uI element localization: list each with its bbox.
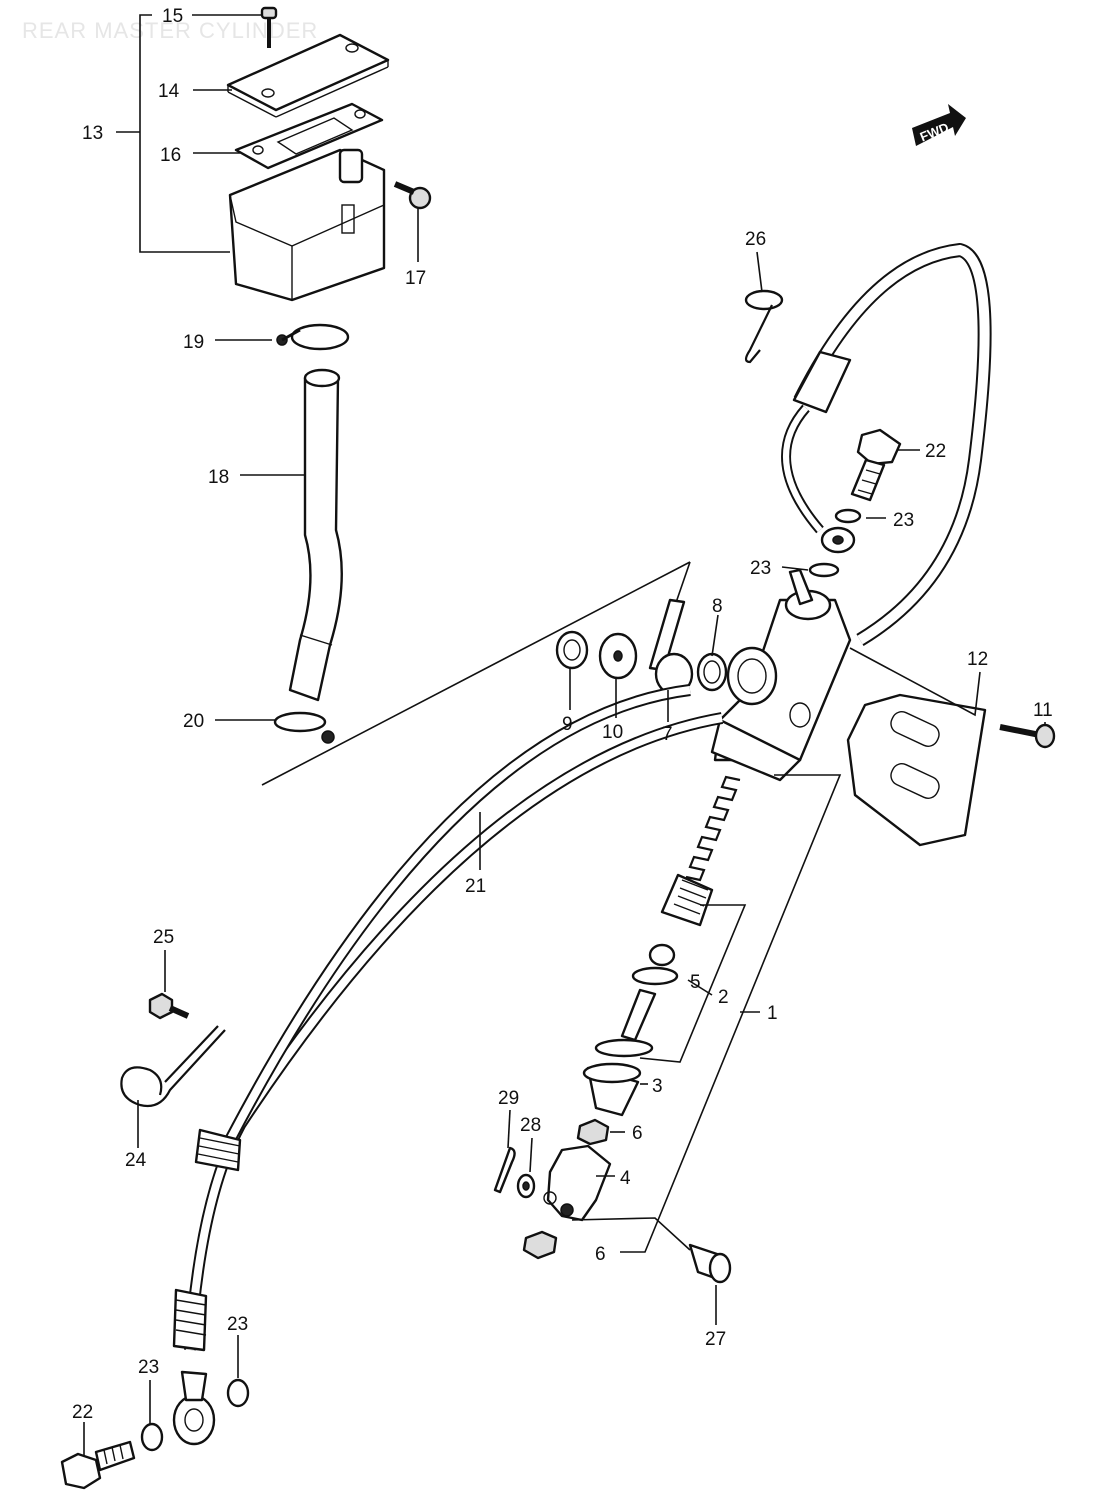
gasket-upper-icon — [834, 508, 862, 524]
clevis-nut-lower-icon — [522, 1230, 558, 1260]
label-28: 28 — [520, 1115, 541, 1136]
label-22-upper: 22 — [925, 441, 946, 462]
part-number-labels: 15 14 13 16 17 19 18 20 9 10 7 8 12 11 2… — [72, 6, 1053, 1423]
label-13: 13 — [82, 123, 103, 144]
reservoir-bolt-icon — [393, 181, 432, 210]
diaphragm-plate-icon — [234, 102, 384, 170]
label-21: 21 — [465, 876, 486, 897]
label-7: 7 — [662, 724, 673, 745]
label-26: 26 — [745, 229, 766, 250]
label-17: 17 — [405, 268, 426, 289]
label-23-lower-left: 23 — [138, 1357, 159, 1378]
label-18: 18 — [208, 467, 229, 488]
label-8: 8 — [712, 596, 723, 617]
label-27: 27 — [705, 1329, 726, 1350]
cylinder-plate-icon — [846, 693, 987, 847]
hose-clamp-upper-icon — [276, 323, 350, 351]
label-24: 24 — [125, 1150, 147, 1171]
fwd-arrow-icon: FWD — [912, 104, 966, 146]
label-20: 20 — [183, 711, 204, 732]
label-6-upper: 6 — [632, 1123, 643, 1144]
label-5: 5 — [690, 972, 701, 993]
leader-lines — [83, 14, 1046, 1455]
label-23-middle: 23 — [750, 558, 771, 579]
clevis-icon — [543, 1144, 612, 1222]
gasket-middle-icon — [808, 562, 840, 578]
label-6-lower: 6 — [595, 1244, 606, 1265]
reservoir-tank-icon — [228, 148, 386, 302]
fwd-label: FWD — [918, 120, 951, 145]
reservoir-cap-icon — [226, 33, 390, 118]
label-19: 19 — [183, 332, 204, 353]
label-9: 9 — [562, 714, 573, 735]
label-1: 1 — [767, 1003, 778, 1024]
master-cylinder-body-icon — [710, 589, 852, 782]
label-22-lower: 22 — [72, 1402, 93, 1423]
clevis-pin-icon — [688, 1243, 732, 1284]
clevis-washer-icon — [516, 1173, 536, 1199]
label-12: 12 — [967, 649, 988, 670]
reservoir-hose-icon — [288, 368, 343, 702]
label-2: 2 — [718, 987, 729, 1008]
label-11: 11 — [1033, 700, 1053, 721]
clevis-nut-upper-icon — [576, 1118, 610, 1146]
cap-screw-icon — [260, 6, 278, 48]
label-23-upper: 23 — [893, 510, 914, 531]
label-25: 25 — [153, 927, 174, 948]
piston-icon — [660, 873, 714, 927]
hose-fitting-icon — [788, 568, 814, 606]
union-bolt-upper-icon — [850, 428, 902, 502]
label-4: 4 — [620, 1168, 631, 1189]
label-23-lower-right: 23 — [227, 1314, 248, 1335]
o-ring-icon — [696, 652, 728, 692]
hose-clamp-lower-icon — [273, 711, 335, 744]
label-15: 15 — [162, 6, 183, 27]
label-3: 3 — [652, 1076, 663, 1097]
label-16: 16 — [160, 145, 181, 166]
label-14: 14 — [158, 81, 180, 102]
upper-brake-hose-icon — [781, 243, 992, 647]
stopper-ring-icon — [594, 1038, 654, 1058]
plate-screw-icon — [999, 723, 1056, 749]
union-bolt-lower-icon — [60, 1440, 136, 1490]
dust-boot-icon — [582, 1062, 642, 1117]
hose-guide-icon — [744, 289, 784, 364]
lower-brake-hose-icon — [172, 684, 724, 1446]
clamp-bolt-icon — [148, 992, 190, 1020]
label-29: 29 — [498, 1088, 519, 1109]
push-rod-icon — [620, 943, 679, 1042]
gasket-lower-left-icon — [140, 1422, 164, 1452]
return-spring-icon — [685, 775, 741, 882]
cotter-pin-icon — [493, 1146, 516, 1194]
gasket-lower-right-icon — [226, 1378, 250, 1408]
washer-icon — [598, 632, 638, 680]
label-10: 10 — [602, 722, 623, 743]
hose-joint-icon — [648, 598, 694, 696]
circlip-icon — [555, 630, 589, 670]
hose-clamp-bracket-icon — [120, 1025, 226, 1108]
